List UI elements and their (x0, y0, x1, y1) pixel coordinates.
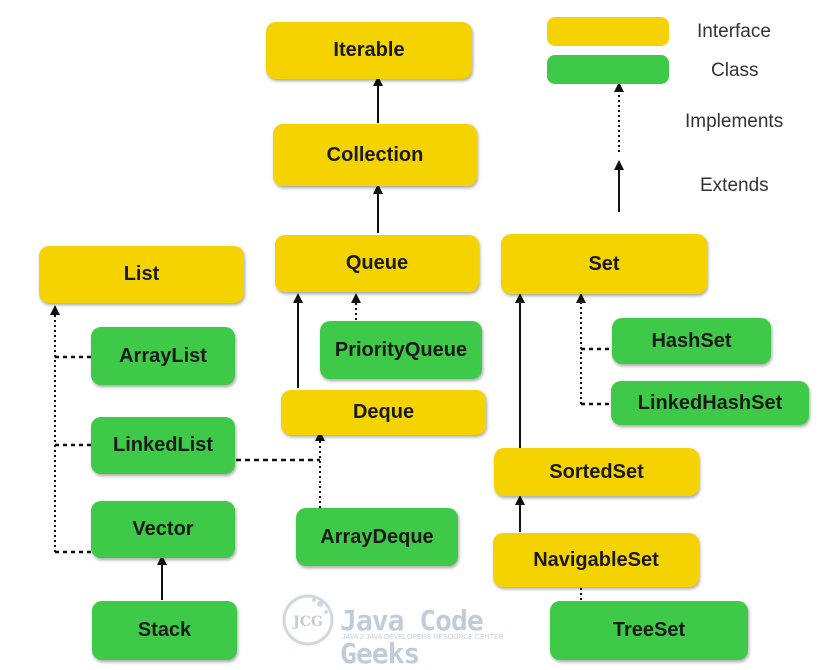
watermark: JCG Java Code Geeks JAVA 2 JAVA DEVELOPE… (280, 590, 504, 670)
node-hashset: HashSet (612, 318, 771, 364)
node-linkedlist: LinkedList (91, 417, 235, 474)
node-linkedhashset: LinkedHashSet (611, 381, 809, 425)
node-arraydeque: ArrayDeque (296, 508, 458, 566)
node-vector: Vector (91, 501, 235, 558)
node-sortedset: SortedSet (494, 448, 699, 496)
node-deque: Deque (281, 390, 486, 435)
watermark-subtitle: JAVA 2 JAVA DEVELOPERS RESOURCE CENTER (342, 634, 504, 641)
jcg-logo-text: JCG (291, 614, 323, 630)
jcg-logo-icon: JCG (282, 594, 334, 646)
legend-class-label: Class (711, 60, 759, 81)
legend-extends-label: Extends (700, 175, 769, 196)
node-arraylist: ArrayList (91, 327, 235, 385)
node-stack: Stack (92, 601, 237, 660)
legend-interface-label: Interface (697, 21, 771, 42)
node-priorityqueue: PriorityQueue (320, 321, 482, 379)
node-queue: Queue (275, 235, 479, 292)
node-set: Set (501, 234, 707, 294)
node-iterable: Iterable (266, 22, 472, 79)
legend-interface-swatch (547, 17, 669, 46)
node-list: List (39, 246, 244, 303)
node-treeset: TreeSet (550, 601, 748, 660)
legend-class-swatch (547, 55, 669, 84)
node-collection: Collection (273, 124, 477, 186)
node-navigableset: NavigableSet (493, 533, 699, 587)
legend-implements-label: Implements (685, 111, 784, 132)
